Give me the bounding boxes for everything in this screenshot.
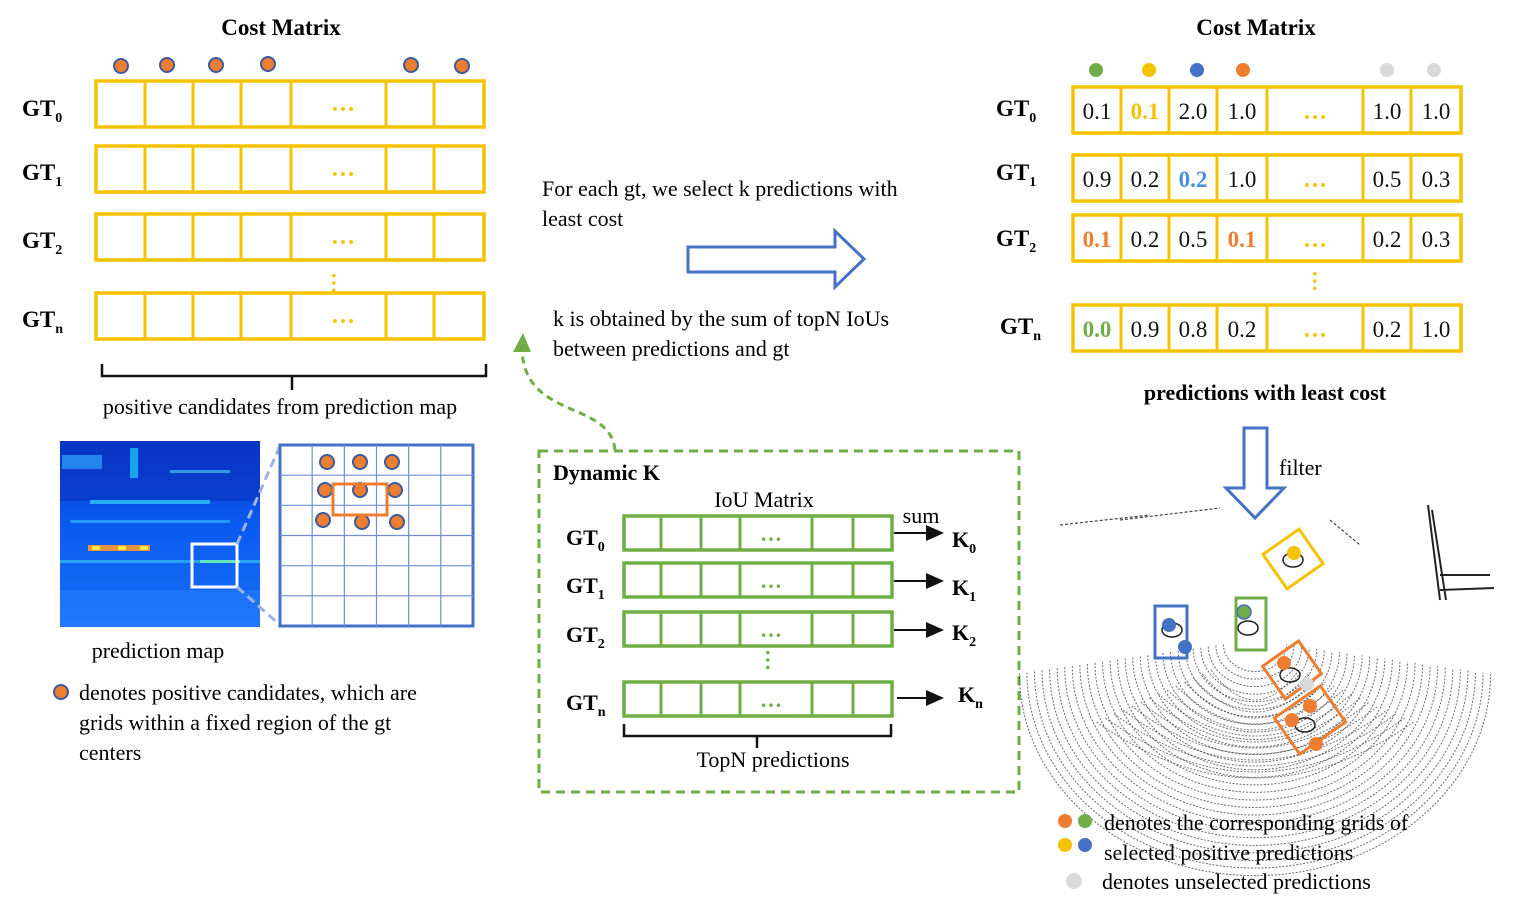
cost-value-cell: 0.5 <box>1179 227 1208 252</box>
cost-value-cell: 0.2 <box>1131 227 1160 252</box>
right-ellipsis: … <box>1303 167 1327 193</box>
right-vertical-ellipsis: … <box>1308 270 1333 292</box>
right-legend-dots <box>1058 814 1092 889</box>
right-row-label-gt1: GT1 <box>996 160 1036 190</box>
dashed-curved-arrow <box>520 349 617 451</box>
right-row-label-gtn: GTn <box>1000 314 1041 344</box>
iou-row-label-gtn: GTn <box>566 690 606 720</box>
topn-brace <box>622 724 893 748</box>
right-legend-line1: denotes the corresponding grids of <box>1104 810 1409 835</box>
cost-value-cell: 1.0 <box>1228 167 1257 192</box>
iou-ellipsis: … <box>760 617 782 642</box>
left-row-label-gt1: GT1 <box>22 160 62 190</box>
right-row-label-gt0: GT0 <box>996 96 1036 126</box>
dashed-arrow-head <box>513 333 531 352</box>
cost-value-cell: 0.2 <box>1179 167 1208 192</box>
cost-value-cell: 0.5 <box>1373 167 1402 192</box>
cost-value-cell: 1.0 <box>1422 317 1451 342</box>
left-legend-line1: denotes positive candidates, which are <box>79 680 417 705</box>
cost-value-cell: 0.2 <box>1373 227 1402 252</box>
right-ellipsis: … <box>1303 227 1327 253</box>
lidar-scene-image <box>1018 504 1495 877</box>
left-legend-line2: grids within a fixed region of the gt <box>79 710 391 735</box>
left-row-label-gt2: GT2 <box>22 228 62 258</box>
dynamic-k-box <box>537 449 1021 794</box>
dynamic-k-title: Dynamic K <box>553 460 660 485</box>
left-vertical-ellipsis: … <box>327 272 352 294</box>
left-row-label-gtn: GTn <box>22 307 63 337</box>
cost-value-cell: 1.0 <box>1228 99 1257 124</box>
k-text-line2: between predictions and gt <box>553 336 789 361</box>
topn-label: TopN predictions <box>696 747 849 772</box>
middle-text-line2: least cost <box>542 206 623 231</box>
cost-value-cell: 0.1 <box>1083 227 1112 252</box>
left-ellipsis: … <box>331 156 355 182</box>
left-matrix-title: Cost Matrix <box>221 15 341 40</box>
right-legend-line3: denotes unselected predictions <box>1102 869 1371 894</box>
cost-value-cell: 0.9 <box>1131 317 1160 342</box>
right-ellipsis: … <box>1303 317 1327 343</box>
middle-text-line1: For each gt, we select k predictions wit… <box>542 176 898 201</box>
left-legend-line3: centers <box>79 740 141 765</box>
cost-value-cell: 0.3 <box>1422 227 1451 252</box>
right-caption: predictions with least cost <box>1144 380 1387 405</box>
iou-matrix-row <box>622 610 894 648</box>
left-ellipsis: … <box>331 224 355 250</box>
cost-value-cell: 0.3 <box>1422 167 1451 192</box>
prediction-map-image <box>60 441 260 627</box>
iou-row-label-gt0: GT0 <box>566 525 605 555</box>
filter-label: filter <box>1279 455 1322 480</box>
filter-down-arrow <box>1222 426 1288 521</box>
left-cost-matrix: GT0 … GT1 … GT2 … GTn … … <box>22 79 486 341</box>
cost-value-cell: 0.1 <box>1131 99 1160 124</box>
cost-value-cell: 1.0 <box>1422 99 1451 124</box>
k-label-k2: K2 <box>952 620 976 650</box>
cost-value-cell: 1.0 <box>1373 99 1402 124</box>
iou-row-label-gt2: GT2 <box>566 622 605 652</box>
left-row-label-gt0: GT0 <box>22 96 62 126</box>
left-brace <box>100 364 488 390</box>
sum-label: sum <box>903 503 940 528</box>
left-ellipsis: … <box>331 303 355 329</box>
big-right-arrow <box>686 227 867 291</box>
cost-value-cell: 2.0 <box>1179 99 1208 124</box>
k-label-k1: K1 <box>952 575 976 605</box>
right-matrix-title: Cost Matrix <box>1196 15 1316 40</box>
zoomed-candidate-grid <box>278 443 475 628</box>
right-ellipsis: … <box>1303 99 1327 125</box>
iou-row-label-gt1: GT1 <box>566 573 605 603</box>
cost-value-cell: 0.2 <box>1228 317 1257 342</box>
cost-value-cell: 0.8 <box>1179 317 1208 342</box>
k-label-k0: K0 <box>952 527 976 557</box>
cost-value-cell: 0.1 <box>1228 227 1257 252</box>
right-selection-dots <box>1089 63 1441 77</box>
iou-matrix-title: IoU Matrix <box>714 487 814 512</box>
iou-matrix-row <box>622 680 894 718</box>
left-ellipsis: … <box>331 91 355 117</box>
positive-candidate-legend-dot <box>53 684 69 700</box>
left-candidate-dots <box>113 56 470 74</box>
iou-vertical-ellipsis: … <box>761 649 786 671</box>
cost-value-cell: 0.2 <box>1131 167 1160 192</box>
iou-ellipsis: … <box>760 687 782 712</box>
prediction-map-label: prediction map <box>92 638 225 663</box>
right-legend-line2: selected positive predictions <box>1104 840 1353 865</box>
right-row-label-gt2: GT2 <box>996 226 1036 256</box>
zoomed-candidate-dots <box>315 454 405 530</box>
iou-matrix-row <box>622 514 894 552</box>
iou-ellipsis: … <box>760 521 782 546</box>
iou-ellipsis: … <box>760 568 782 593</box>
k-text-line1: k is obtained by the sum of topN IoUs <box>553 306 889 331</box>
k-label-kn: Kn <box>958 682 983 712</box>
cost-value-cell: 0.0 <box>1083 317 1112 342</box>
iou-matrix-row <box>622 561 894 599</box>
cost-value-cell: 0.9 <box>1083 167 1112 192</box>
zoom-connector-lines <box>235 445 282 627</box>
cost-value-cell: 0.2 <box>1373 317 1402 342</box>
cost-value-cell: 0.1 <box>1083 99 1112 124</box>
left-brace-label: positive candidates from prediction map <box>103 394 457 419</box>
